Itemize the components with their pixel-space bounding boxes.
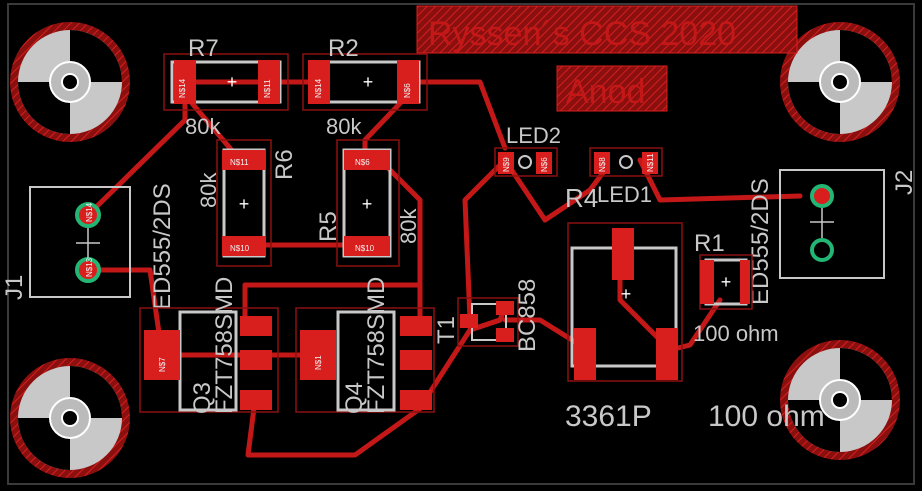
board-subtitle: Anod [566,73,645,111]
label-t1: T1 [433,316,460,344]
label-r4-value: 100 ohm [708,400,825,433]
label-r1-value: 100 ohm [693,321,779,346]
pad-r2-1: N$14 [314,78,323,98]
pad-r6-1: N$11 [230,158,249,167]
pad-q4-base: N$1 [314,355,323,370]
resistor-r6[interactable]: + [216,139,272,267]
pad-j1-1: N$14 [85,202,94,222]
resistor-r2[interactable]: + [302,53,428,111]
board-title: Ryssen´s CCS 2020 [428,15,736,53]
label-r2: R2 [328,35,359,62]
label-r5: R5 [315,211,342,242]
pad-led2-a: N$9 [502,157,511,172]
pad-r5-2: N$10 [355,244,375,253]
label-q4: Q4 [341,382,368,414]
label-r5-value: 80k [396,208,421,244]
pad-labels: N$14 N$11 N$14 N$6 N$11 N$10 N$6 N$10 N$… [85,78,655,372]
label-r6: R6 [271,149,298,180]
label-r4-part: 3361P [565,400,652,433]
resistor-r5[interactable]: + [336,139,400,267]
trimpot-r4[interactable]: + [567,222,683,382]
label-led2: LED2 [506,123,561,148]
pad-r7-1: N$14 [178,78,187,98]
svg-text:+: + [362,194,373,214]
pad-led1-a: N$11 [646,153,655,172]
connector-j2[interactable] [779,169,885,279]
svg-text:+: + [721,272,732,292]
transistor-q4[interactable] [295,307,435,413]
label-t1-part: BC858 [514,279,541,352]
label-r4: R4 [565,183,598,213]
label-r7-value: 80k [185,114,221,139]
title-box: Ryssen´s CCS 2020 [416,5,798,54]
led-led1[interactable] [589,147,663,177]
mounting-hole-top-right [780,22,900,142]
pad-q3-base: N$7 [158,357,167,372]
svg-text:+: + [239,194,250,214]
pad-r7-2: N$11 [263,79,272,98]
label-r2-value: 80k [326,114,362,139]
pad-led2-c: N$6 [540,157,549,172]
mounting-hole-bottom-left [10,358,130,478]
pad-j1-2: N$13 [85,257,94,277]
svg-text:+: + [363,72,374,92]
label-j2-part: ED555/2DS [747,178,774,305]
label-r1: R1 [694,230,725,257]
transistor-t1[interactable] [457,297,519,347]
resistor-r7[interactable]: + [163,53,289,111]
resistor-r1[interactable]: + [699,254,753,310]
label-r6-value: 80k [196,172,221,208]
label-q3-part: FZT758SMD [211,277,238,414]
subtitle-box: Anod [556,65,668,112]
label-r7: R7 [188,35,219,62]
label-q3: Q3 [189,382,216,414]
svg-text:+: + [227,72,238,92]
pad-r6-2: N$10 [230,244,250,253]
label-q4-part: FZT758SMD [363,277,390,414]
led-led2[interactable] [494,147,558,177]
label-j1-part: ED555/2DS [149,183,176,310]
pad-r5-1: N$6 [355,158,370,167]
pad-r2-2: N$6 [403,83,412,98]
label-j2: J2 [891,170,918,195]
pad-led1-c: N$8 [598,157,607,172]
label-led1: LED1 [597,182,652,207]
connector-j1[interactable] [29,186,131,298]
transistor-q3[interactable] [139,307,279,413]
label-j1: J1 [1,275,28,300]
mounting-hole-bottom-right [780,340,900,460]
mounting-hole-top-left [10,22,130,142]
svg-text:+: + [621,284,632,304]
